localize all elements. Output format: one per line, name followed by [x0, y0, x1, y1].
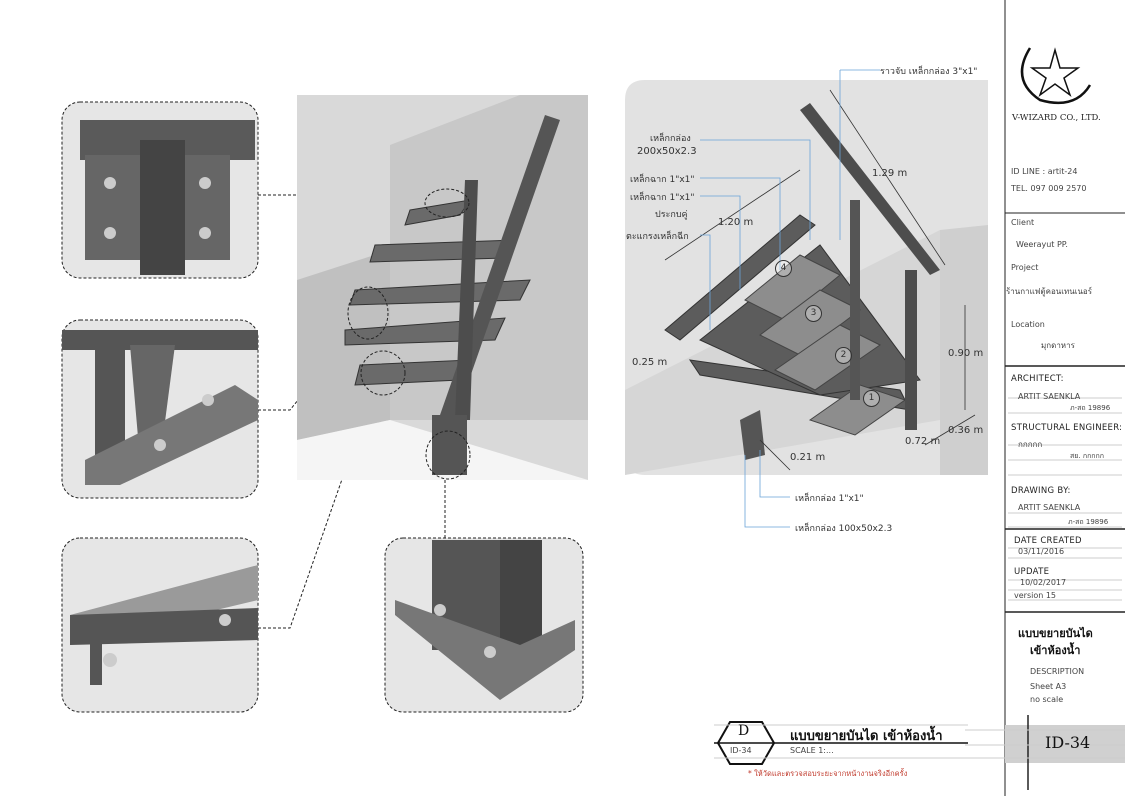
- version: version 15: [1014, 591, 1057, 600]
- dim-handrail: 1.29 m: [872, 168, 908, 179]
- site-verify-note: * ให้วัดและตรวจสอบระยะจากหน้างานจริงอีกค…: [748, 769, 908, 778]
- callout-box-post: เหล็กกล่อง 100x50x2.3: [795, 524, 893, 534]
- main-3d-view: [297, 95, 588, 480]
- telephone: TEL. 097 009 2570: [1011, 184, 1087, 193]
- project-value: ร้านกาแฟตู้คอนเทนเนอร์: [1006, 287, 1093, 296]
- callout-mesh: ตะแกรงเหล็กฉีก: [626, 232, 689, 242]
- detail-panel-base-plate: [61, 319, 259, 499]
- step-number: 2: [835, 347, 852, 364]
- structural-name: กกกกก: [1018, 440, 1043, 449]
- step-number: 3: [805, 305, 822, 322]
- location-label: Location: [1011, 320, 1045, 329]
- callout-box-small: เหล็กกล่อง 1"x1": [795, 494, 864, 504]
- callout-angle-pair-note: ประกบคู่: [655, 210, 688, 220]
- sheet-size: Sheet A3: [1030, 682, 1067, 691]
- project-label: Project: [1011, 263, 1039, 272]
- drawing-by-label: DRAWING BY:: [1011, 486, 1071, 496]
- drawing-scale: SCALE 1:...: [790, 746, 834, 755]
- step-number: 1: [863, 390, 880, 407]
- architect-label: ARCHITECT:: [1011, 374, 1064, 384]
- dim-riser: 0.25 m: [632, 357, 668, 368]
- architect-license: ภ-สถ 19896: [1070, 404, 1111, 412]
- sheet-title-line2: เข้าห้องน้ำ: [1030, 644, 1081, 657]
- client-label: Client: [1011, 218, 1035, 227]
- sheet-scale: no scale: [1030, 695, 1064, 704]
- company-logo: [1020, 47, 1092, 105]
- client-value: Weerayut PP.: [1016, 240, 1068, 249]
- detail-panel-mesh-tread: [61, 537, 259, 713]
- dim-height: 0.90 m: [948, 348, 984, 359]
- sheet-number: ID-34: [1045, 733, 1091, 752]
- update-date: 10/02/2017: [1020, 578, 1067, 587]
- callout-handrail: ราวจับ เหล็กกล่อง 3"x1": [880, 67, 978, 77]
- sheet-title-line1: แบบขยายบันได: [1018, 627, 1093, 640]
- structural-license: สย. กกกกก: [1070, 452, 1105, 460]
- step-number: 4: [775, 260, 792, 277]
- date-created-label: DATE CREATED: [1014, 536, 1082, 546]
- update-label: UPDATE: [1014, 567, 1050, 577]
- detail-panel-post-base: [384, 537, 584, 713]
- structural-label: STRUCTURAL ENGINEER:: [1011, 423, 1123, 433]
- drawing-by-license: ภ-สถ 19896: [1068, 518, 1109, 526]
- drawing-by-name: ARTIT SAENKLA: [1018, 503, 1081, 512]
- date-created: 03/11/2016: [1018, 547, 1065, 556]
- callout-angle-pair: เหล็กฉาก 1"x1": [630, 193, 695, 203]
- dim-run: 0.72 m: [905, 436, 941, 447]
- bubble-sheet-ref: ID-34: [730, 746, 752, 755]
- location-value: มุกดาหาร: [1041, 341, 1075, 350]
- dim-post: 0.36 m: [948, 425, 984, 436]
- detail-panel-bolted-joint: [61, 101, 259, 279]
- dim-tread: 0.21 m: [790, 452, 826, 463]
- dim-width: 1.20 m: [718, 217, 754, 228]
- callout-stringer: เหล็กกล่อง: [650, 134, 691, 144]
- drawing-title: แบบขยายบันได เข้าห้องน้ำ: [790, 729, 943, 744]
- architect-name: ARTIT SAENKLA: [1018, 392, 1081, 401]
- bubble-letter: D: [738, 723, 750, 739]
- title-bubble-graphic: [714, 721, 968, 765]
- company-name: V-WIZARD CO., LTD.: [1012, 113, 1101, 123]
- id-line: ID LINE : artit-24: [1011, 167, 1078, 176]
- description-label: DESCRIPTION: [1030, 667, 1085, 676]
- callout-stringer-size: 200x50x2.3: [637, 146, 697, 157]
- callout-angle: เหล็กฉาก 1"x1": [630, 175, 695, 185]
